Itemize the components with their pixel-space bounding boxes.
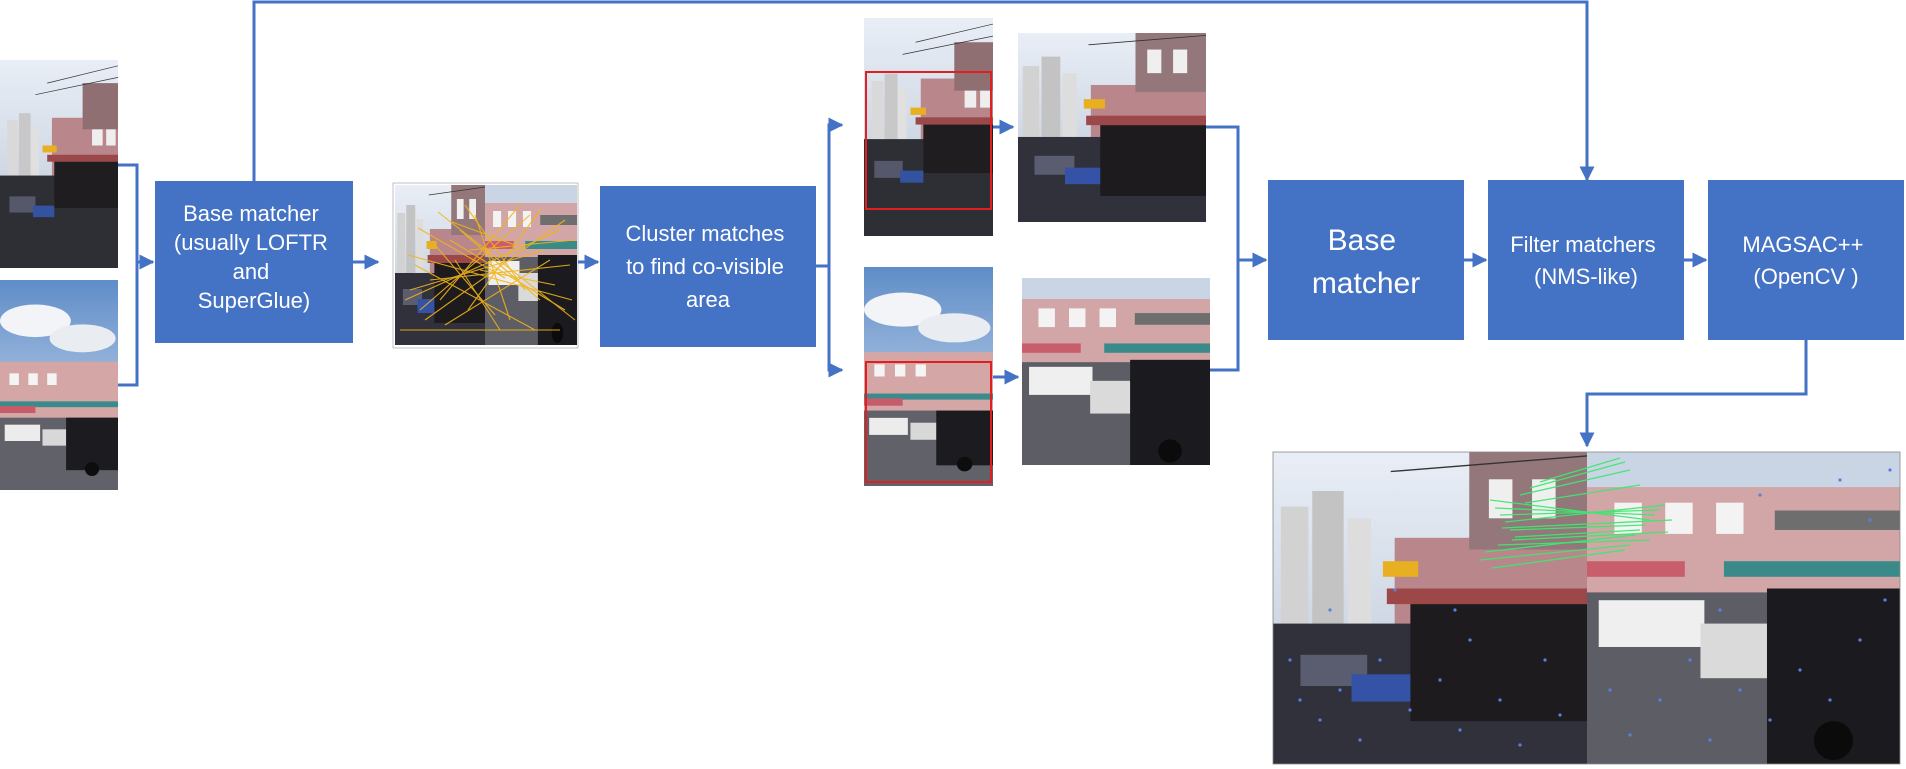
- final-inlier-lines: [1479, 457, 1673, 569]
- base-matcher-line-1: Base matcher: [183, 201, 319, 226]
- svg-text:MAGSAC++ (OpenCV ): MAGSAC++ (OpenCV ): [1742, 232, 1869, 289]
- base-matcher-2-box-bg: [1268, 180, 1464, 340]
- base-matcher-2-box: Base matcher: [1268, 180, 1464, 340]
- merge-arrows: [1206, 125, 1268, 372]
- svg-text:Base matcher: Base matcher: [1312, 224, 1420, 300]
- cluster-line-2: to find co-visible: [626, 254, 784, 279]
- coarse-match-lines: [400, 204, 576, 331]
- filter-line-2: (NMS-like): [1534, 264, 1638, 289]
- filter-line-1: Filter matchers: [1510, 232, 1655, 257]
- input-photo-b: [0, 280, 118, 490]
- cluster-line-1: Cluster matches: [625, 221, 784, 246]
- magsac-box: MAGSAC++ (OpenCV ): [1708, 180, 1904, 340]
- magsac-box-bg: [1708, 180, 1904, 340]
- base-matcher-line-3: and: [233, 259, 270, 284]
- coarse-plot-right-image: [485, 185, 577, 345]
- crop-pair-bottom: [864, 267, 1210, 486]
- input-photo-pair: [0, 60, 118, 490]
- base-matcher-line-2: (usually LOFTR: [174, 230, 328, 255]
- magsac-line-2: (OpenCV ): [1753, 264, 1858, 289]
- base-matcher-line-4: SuperGlue): [198, 288, 311, 313]
- crop-bottom-result: [1022, 278, 1210, 465]
- crop-top-result: [1018, 33, 1206, 222]
- input-bracket-arrow: [118, 163, 155, 387]
- input-photo-a: [0, 60, 118, 268]
- coarse-match-plot: [392, 182, 579, 349]
- final-right-image: [1587, 452, 1900, 764]
- crop-bottom-source-photo: [864, 267, 993, 486]
- base-matcher-box-bg: [155, 181, 353, 343]
- magsac-line-1: MAGSAC++: [1742, 232, 1863, 257]
- bypass-arrow: [252, 0, 1595, 182]
- filter-box: Filter matchers (NMS-like): [1488, 180, 1684, 340]
- cluster-box-bg: [600, 186, 816, 347]
- crop-top-source-photo: [864, 18, 993, 236]
- svg-text:Cluster matches to find: Cluster matches to find co-visible area: [625, 221, 790, 312]
- crop-top-region: [865, 71, 992, 210]
- base-matcher-2-line-2: matcher: [1312, 267, 1420, 300]
- final-left-image: [1273, 452, 1587, 764]
- base-matcher-box: Base matcher (usually LOFTR and SuperGlu…: [155, 181, 353, 343]
- filter-box-bg: [1488, 180, 1684, 340]
- base-matcher-2-line-1: Base: [1328, 224, 1396, 257]
- crop-bottom-region: [865, 361, 992, 483]
- final-keypoints: [1288, 468, 1892, 747]
- cluster-line-3: area: [686, 287, 731, 312]
- split-arrows: [816, 117, 844, 378]
- final-match-visualization: [1272, 451, 1901, 765]
- svg-text:Base matcher (usually LO: Base matcher (usually LOFTR and SuperGlu…: [174, 201, 334, 313]
- svg-text:Filter matchers (NMS-lik: Filter matchers (NMS-like): [1510, 232, 1662, 289]
- crop-pair-top: [864, 18, 1206, 236]
- arrow-to-final-result: [1579, 340, 1808, 448]
- cluster-box: Cluster matches to find co-visible area: [600, 186, 816, 347]
